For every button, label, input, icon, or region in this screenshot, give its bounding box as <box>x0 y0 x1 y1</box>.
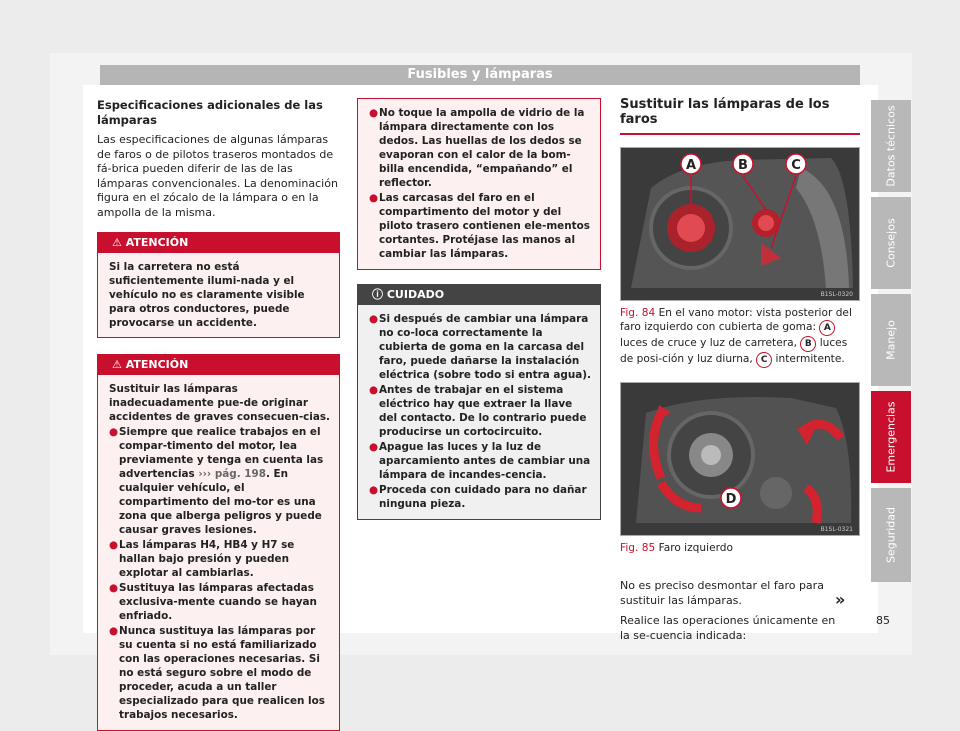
label-c: C <box>756 352 773 368</box>
warning-icon: ⚠ <box>112 358 126 371</box>
callout-b: B <box>732 153 754 175</box>
warning-title: ATENCIÓN <box>125 236 189 249</box>
list-item: ●Nunca sustituya las lámparas por su cue… <box>109 625 325 721</box>
info-icon: ⓘ <box>372 288 387 301</box>
tab-emergencias[interactable]: Emergencias <box>871 391 911 483</box>
warning-text: Si la carretera no está suficientemente … <box>109 261 305 329</box>
tab-datos-tecnicos[interactable]: Datos técnicos <box>871 100 911 192</box>
warning-box-continued: ●No toque la ampolla de vidrio de la lám… <box>357 98 601 270</box>
list-item: ●Apague las luces y la luz de aparcamien… <box>369 441 591 481</box>
list-item: ●Las carcasas del faro en el compartimen… <box>369 192 590 260</box>
tab-manejo[interactable]: Manejo <box>871 294 911 386</box>
bullet-icon: ● <box>369 313 379 325</box>
continue-marker: » <box>835 590 846 609</box>
figure-85: D B1SL-0321 <box>620 382 860 536</box>
list-item: ●Sustituya las lámparas afectadas exclus… <box>109 582 317 622</box>
bullet-icon: ● <box>369 192 379 204</box>
column-3: Sustituir las lámparas de los faros A B … <box>620 97 860 649</box>
figure-84-caption: Fig. 84 En el vano motor: vista posterio… <box>620 306 860 368</box>
section-heading: Especificaciones adicionales de las lámp… <box>97 98 323 127</box>
callout-d: D <box>720 487 742 509</box>
page-reference-link[interactable]: ››› pág. 198 <box>198 468 266 480</box>
section-title: Sustituir las lámparas de los faros <box>620 97 830 127</box>
bullet-icon: ● <box>369 384 379 396</box>
svg-text:B: B <box>738 158 748 173</box>
list-item: ●No toque la ampolla de vidrio de la lám… <box>369 107 585 189</box>
list-item: ●Siempre que realice trabajos en el comp… <box>109 426 324 536</box>
warning-title: ATENCIÓN <box>125 358 189 371</box>
body-paragraph: No es preciso desmontar el faro para sus… <box>620 579 824 607</box>
list-item: ●Antes de trabajar en el sistema eléctri… <box>369 384 587 438</box>
warning-box-2: ⚠ ATENCIÓN Sustituir las lámparas inadec… <box>97 354 340 731</box>
bullet-icon: ● <box>109 582 119 594</box>
svg-text:C: C <box>791 158 801 173</box>
bullet-icon: ● <box>109 625 119 637</box>
list-item: ●Las lámparas H4, HB4 y H7 se hallan baj… <box>109 539 295 579</box>
figure-85-caption: Fig. 85 Faro izquierdo <box>620 542 733 554</box>
column-1: Especificaciones adicionales de las lámp… <box>97 98 340 731</box>
section-header: Fusibles y lámparas <box>100 65 860 85</box>
label-a: A <box>819 320 836 336</box>
tab-seguridad[interactable]: Seguridad <box>871 488 911 582</box>
warning-intro: Sustituir las lámparas inadecuadamente p… <box>109 383 330 423</box>
warning-box-1: ⚠ ATENCIÓN Si la carretera no está sufic… <box>97 232 340 338</box>
intro-paragraph: Las especificaciones de algunas lámparas… <box>97 133 338 219</box>
warning-icon: ⚠ <box>112 236 126 249</box>
bullet-icon: ● <box>109 426 119 438</box>
callout-c: C <box>785 153 807 175</box>
bullet-icon: ● <box>369 441 379 453</box>
figure-84: A B C B1SL-0320 <box>620 147 860 301</box>
svg-text:A: A <box>686 158 696 173</box>
list-item: ●Proceda con cuidado para no dañar ningu… <box>369 484 587 510</box>
body-paragraph: Realice las operaciones únicamente en la… <box>620 614 836 642</box>
headlight-left-image: D B1SL-0321 <box>621 383 859 535</box>
label-b: B <box>800 336 817 352</box>
page-number: 85 <box>876 614 890 627</box>
column-2: ●No toque la ampolla de vidrio de la lám… <box>357 98 601 520</box>
bullet-icon: ● <box>369 107 379 119</box>
callout-a: A <box>680 153 702 175</box>
bullet-icon: ● <box>369 484 379 496</box>
svg-text:D: D <box>726 492 737 507</box>
tab-consejos[interactable]: Consejos <box>871 197 911 289</box>
caution-title: CUIDADO <box>386 288 445 301</box>
figure-code: B1SL-0320 <box>821 291 854 298</box>
headlight-rear-image: A B C B1SL-0320 <box>621 148 859 300</box>
caution-box: ⓘ CUIDADO ●Si después de cambiar una lám… <box>357 284 601 520</box>
list-item: ●Si después de cambiar una lámpara no co… <box>369 313 591 381</box>
figure-code: B1SL-0321 <box>821 526 854 533</box>
bullet-icon: ● <box>109 539 119 551</box>
